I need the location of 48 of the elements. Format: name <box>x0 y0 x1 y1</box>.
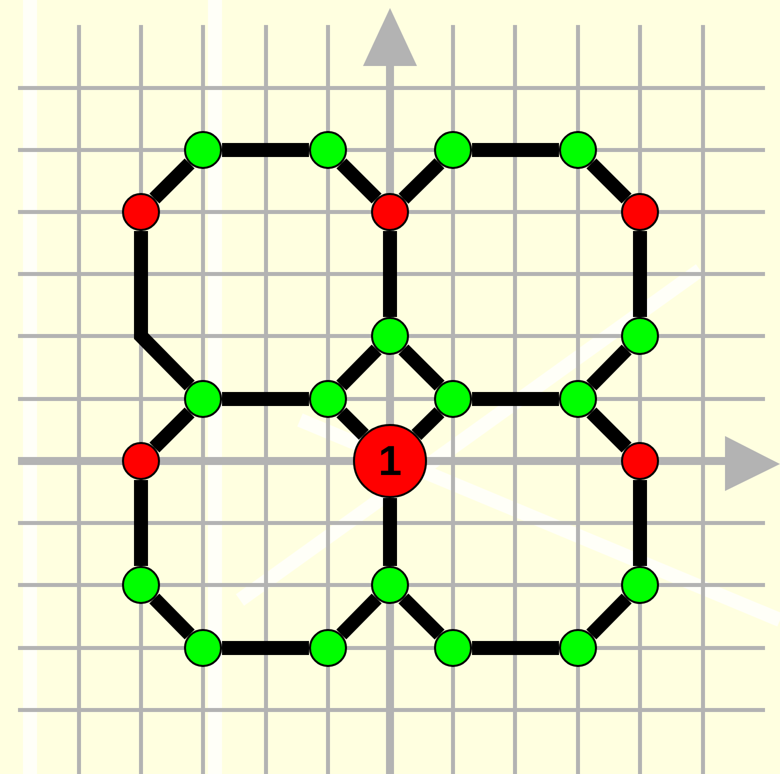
edge-line <box>586 158 632 204</box>
edge-line <box>134 231 195 390</box>
graph-vertex <box>434 131 472 169</box>
graph-vertex <box>122 566 160 604</box>
edge-line <box>633 231 647 317</box>
edge-line <box>134 480 148 566</box>
edge-line <box>336 158 382 204</box>
edge-line <box>336 344 382 390</box>
graph-vertex <box>371 566 409 604</box>
graph-vertex <box>371 317 409 355</box>
graph-vertex <box>559 380 597 418</box>
graph-vertex <box>309 380 347 418</box>
edge-line <box>472 641 559 655</box>
edge-line <box>586 407 632 453</box>
edge-line <box>149 158 195 204</box>
graph-vertex <box>309 629 347 667</box>
graph-vertex <box>434 380 472 418</box>
graph-vertex <box>559 629 597 667</box>
edge-line <box>398 344 445 391</box>
edge-line <box>398 593 445 640</box>
edge-line <box>383 231 397 317</box>
edge-line <box>149 407 195 453</box>
edge-line <box>336 407 369 440</box>
graph-vertex <box>621 442 659 480</box>
edge-line <box>222 392 309 406</box>
graph-vertex <box>434 629 472 667</box>
edge-line <box>633 480 647 566</box>
graph-vertex <box>309 131 347 169</box>
edge-line <box>336 594 382 640</box>
graph-vertex <box>559 131 597 169</box>
vertex-number: 1 <box>378 440 402 482</box>
graph-vertex <box>122 193 160 231</box>
edge-line <box>149 594 195 640</box>
graph-vertex <box>621 193 659 231</box>
edge-line <box>398 158 444 204</box>
numbered-vertex <box>353 424 427 498</box>
graph-vertex <box>621 317 659 355</box>
edge-line <box>222 143 309 157</box>
edge-line <box>586 344 632 390</box>
edge-line <box>383 498 397 566</box>
graph-vertex <box>122 442 160 480</box>
edge-line <box>472 143 559 157</box>
graph-vertex <box>621 566 659 604</box>
edge-line <box>586 594 632 640</box>
graph-vertex <box>371 193 409 231</box>
edge-line <box>412 407 444 440</box>
edge-line <box>222 641 309 655</box>
edge-line <box>472 392 559 406</box>
